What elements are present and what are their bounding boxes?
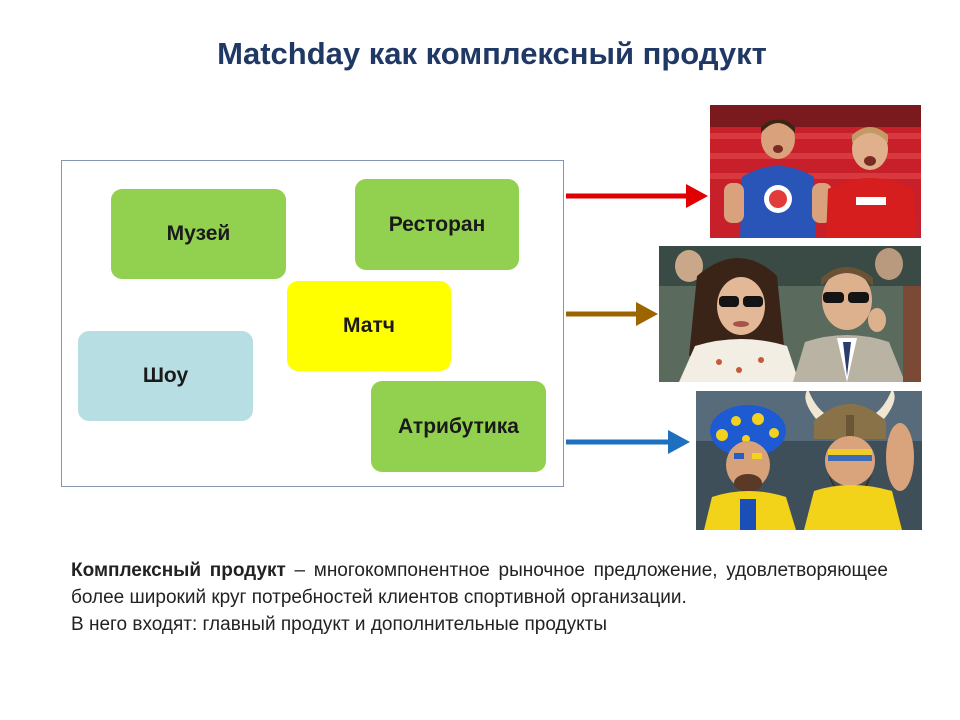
couple-in-stands-photo [659,246,921,382]
components-text: В него входят: главный продукт и дополни… [71,614,607,635]
restaurant-box: Ресторан [355,179,519,270]
show-label: Шоу [142,364,189,387]
merch-label: Атрибутика [398,414,519,438]
children-fans-photo [710,105,921,238]
blue-arrow-icon [566,430,690,454]
definition-text: – многокомпонентное рыночное предложение… [71,560,889,608]
definition-block: Комплексный продукт – многокомпонентное … [71,557,888,638]
viking-fans-photo [696,391,922,530]
merch-box: Атрибутика [371,381,546,472]
definition-paragraph: Комплексный продукт – многокомпонентное … [71,557,888,611]
red-arrow-icon [566,184,708,208]
match-label: Матч [343,314,395,337]
restaurant-label: Ресторан [388,212,486,236]
match-box: Матч [287,281,451,371]
show-box: Шоу [78,331,253,421]
museum-label: Музей [166,222,231,245]
museum-box: Музей [111,189,286,279]
brown-arrow-icon [566,302,658,326]
slide-title: Matchday как комплексный продукт [217,36,767,71]
definition-term: Комплексный продукт [71,560,286,581]
products-frame [61,160,564,487]
